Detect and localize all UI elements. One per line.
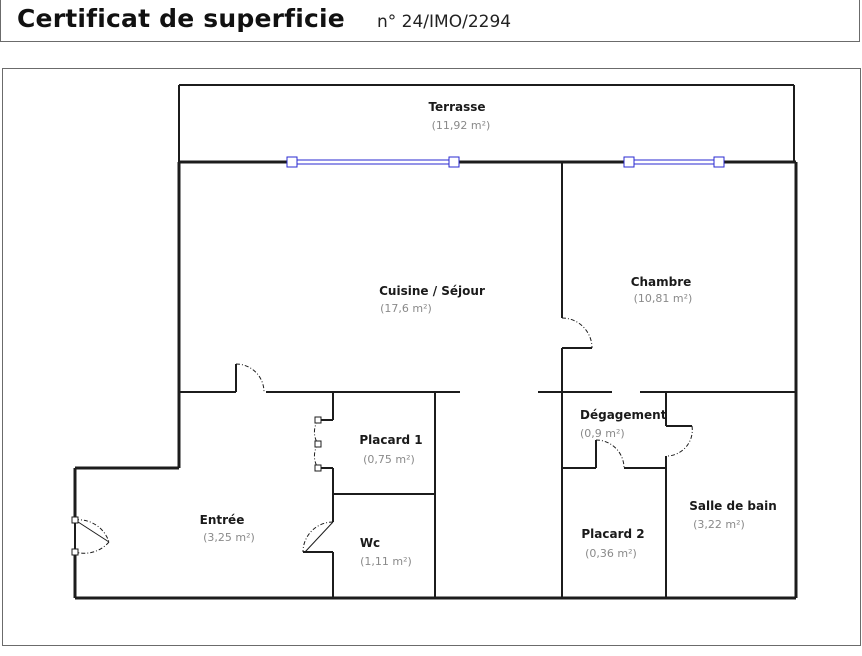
room-name-chambre: Chambre [631,275,692,289]
room-label-placard-2: Placard 2 (0,36 m²) [581,527,644,560]
room-label-entree: Entrée (3,25 m²) [200,513,255,544]
certificate-reference: n° 24/IMO/2294 [377,12,512,32]
room-area-entree: (3,25 m²) [203,531,255,544]
room-name-salle-de-bain: Salle de bain [689,499,777,513]
room-area-chambre: (10,81 m²) [634,292,693,305]
room-label-wc: Wc (1,11 m²) [360,536,412,568]
certificate-title: Certificat de superficie [17,4,345,33]
room-area-cuisine-sejour: (17,6 m²) [380,302,432,315]
room-label-salle-de-bain: Salle de bain (3,22 m²) [689,499,777,531]
door-swings [74,317,693,554]
room-area-placard-2: (0,36 m²) [585,547,637,560]
room-name-entree: Entrée [200,513,245,527]
interior-walls [179,162,796,598]
floor-plan-frame [2,68,861,646]
room-area-salle-de-bain: (3,22 m²) [693,518,745,531]
room-area-terrasse: (11,92 m²) [432,119,491,132]
room-name-wc: Wc [360,536,380,550]
windows [286,156,725,168]
room-label-placard-1: Placard 1 (0,75 m²) [359,433,422,466]
room-label-degagement: Dégagement (0,9 m²) [580,408,667,440]
terrasse-outline [178,84,795,162]
room-area-wc: (1,11 m²) [360,555,412,568]
room-label-chambre: Chambre (10,81 m²) [631,275,693,305]
room-name-placard-1: Placard 1 [359,433,422,447]
room-name-cuisine-sejour: Cuisine / Séjour [379,284,485,298]
door-hinges [71,416,322,556]
room-name-degagement: Dégagement [580,408,667,422]
room-label-terrasse: Terrasse (11,92 m²) [428,100,490,132]
certificate-header: Certificat de superficie n° 24/IMO/2294 [0,0,860,42]
room-label-cuisine-sejour: Cuisine / Séjour (17,6 m²) [379,284,485,315]
room-area-degagement: (0,9 m²) [580,427,625,440]
room-name-placard-2: Placard 2 [581,527,644,541]
room-name-terrasse: Terrasse [428,100,485,114]
room-area-placard-1: (0,75 m²) [363,453,415,466]
